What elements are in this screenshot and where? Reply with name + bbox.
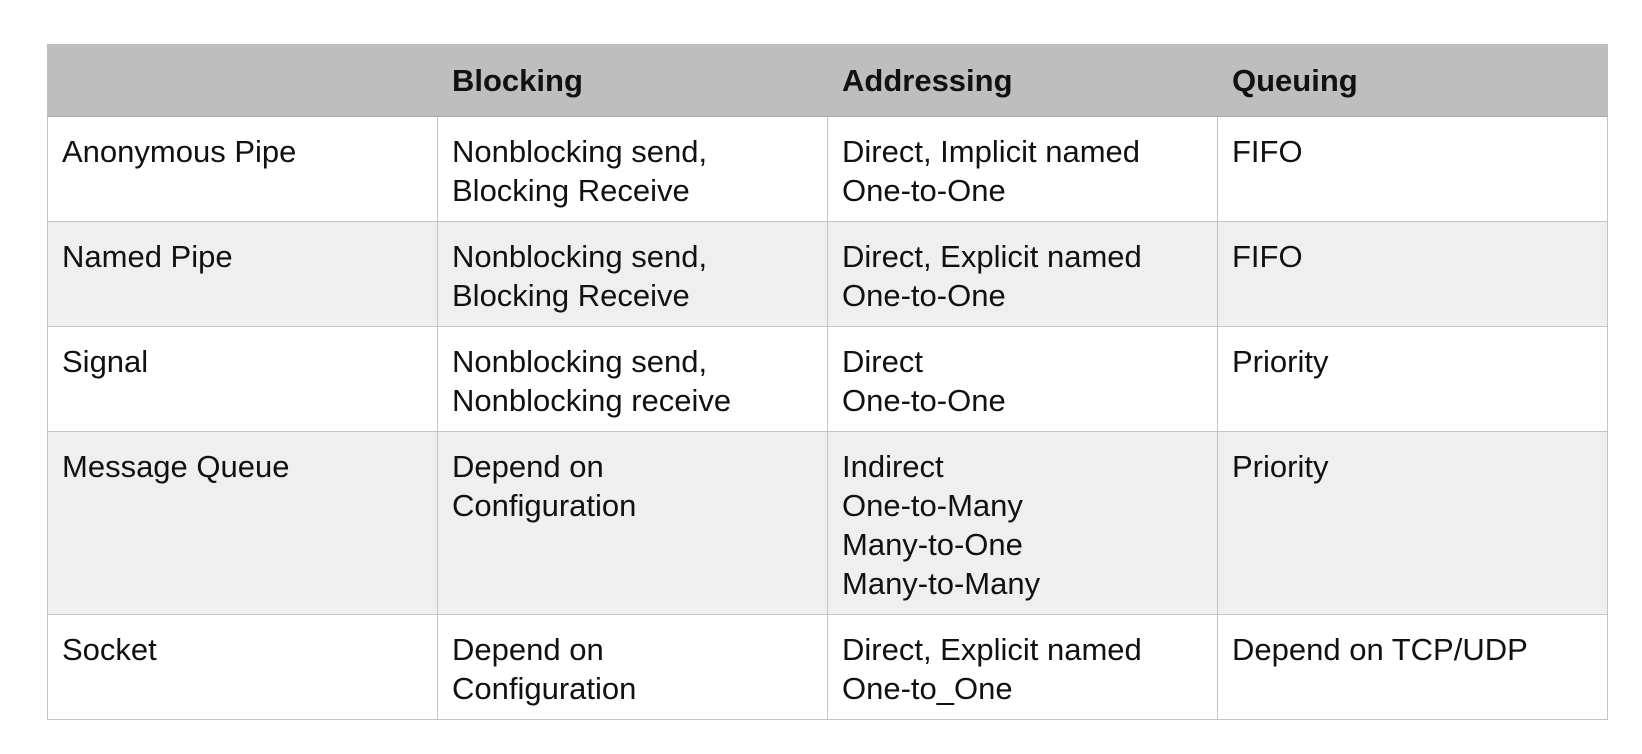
blocking-cell: Depend on Configuration xyxy=(437,614,828,720)
blocking-line: Nonblocking send, xyxy=(452,344,708,379)
ipc-comparison-table: Blocking Addressing Queuing Anonymous Pi… xyxy=(47,44,1608,720)
queuing-cell: Depend on TCP/UDP xyxy=(1217,614,1608,720)
queuing-cell: Priority xyxy=(1217,326,1608,432)
addressing-line: One-to-One xyxy=(842,383,1006,418)
table-body: Anonymous Pipe Nonblocking send, Blockin… xyxy=(47,116,1608,720)
blocking-line: Configuration xyxy=(452,671,637,706)
table-row: Anonymous Pipe Nonblocking send, Blockin… xyxy=(47,116,1608,222)
addressing-cell: Indirect One-to-Many Many-to-One Many-to… xyxy=(827,431,1218,615)
blocking-line: Configuration xyxy=(452,488,637,523)
blocking-line: Nonblocking send, xyxy=(452,134,708,169)
addressing-line: Direct, Implicit named xyxy=(842,134,1141,169)
blocking-line: Depend on xyxy=(452,632,604,667)
blocking-line: Nonblocking receive xyxy=(452,383,732,418)
addressing-cell: Direct, Implicit named One-to-One xyxy=(827,116,1218,222)
addressing-cell: Direct One-to-One xyxy=(827,326,1218,432)
addressing-line: Indirect xyxy=(842,449,944,484)
addressing-cell: Direct, Explicit named One-to_One xyxy=(827,614,1218,720)
addressing-line: One-to_One xyxy=(842,671,1013,706)
table-row: Socket Depend on Configuration Direct, E… xyxy=(47,614,1608,720)
addressing-line: Many-to-Many xyxy=(842,566,1041,601)
blocking-line: Blocking Receive xyxy=(452,173,690,208)
row-name-cell: Anonymous Pipe xyxy=(47,116,438,222)
blocking-line: Nonblocking send, xyxy=(452,239,708,274)
header-cell-empty xyxy=(47,44,438,117)
blocking-line: Blocking Receive xyxy=(452,278,690,313)
addressing-line: Direct, Explicit named xyxy=(842,239,1142,274)
blocking-cell: Nonblocking send, Blocking Receive xyxy=(437,116,828,222)
table-row: Signal Nonblocking send, Nonblocking rec… xyxy=(47,326,1608,432)
addressing-line: Many-to-One xyxy=(842,527,1023,562)
addressing-line: One-to-Many xyxy=(842,488,1023,523)
header-cell-blocking: Blocking xyxy=(437,44,828,117)
row-name-cell: Socket xyxy=(47,614,438,720)
row-name-cell: Message Queue xyxy=(47,431,438,615)
table-row: Message Queue Depend on Configuration In… xyxy=(47,431,1608,615)
table-row: Named Pipe Nonblocking send, Blocking Re… xyxy=(47,221,1608,327)
blocking-cell: Nonblocking send, Nonblocking receive xyxy=(437,326,828,432)
queuing-cell: FIFO xyxy=(1217,116,1608,222)
addressing-line: Direct, Explicit named xyxy=(842,632,1142,667)
queuing-cell: FIFO xyxy=(1217,221,1608,327)
queuing-cell: Priority xyxy=(1217,431,1608,615)
row-name-cell: Signal xyxy=(47,326,438,432)
header-row: Blocking Addressing Queuing xyxy=(47,44,1608,117)
addressing-line: One-to-One xyxy=(842,278,1006,313)
addressing-line: Direct xyxy=(842,344,923,379)
table-header: Blocking Addressing Queuing xyxy=(47,44,1608,117)
addressing-line: One-to-One xyxy=(842,173,1006,208)
addressing-cell: Direct, Explicit named One-to-One xyxy=(827,221,1218,327)
blocking-cell: Depend on Configuration xyxy=(437,431,828,615)
row-name-cell: Named Pipe xyxy=(47,221,438,327)
blocking-cell: Nonblocking send, Blocking Receive xyxy=(437,221,828,327)
header-cell-addressing: Addressing xyxy=(827,44,1218,117)
blocking-line: Depend on xyxy=(452,449,604,484)
header-cell-queuing: Queuing xyxy=(1217,44,1608,117)
